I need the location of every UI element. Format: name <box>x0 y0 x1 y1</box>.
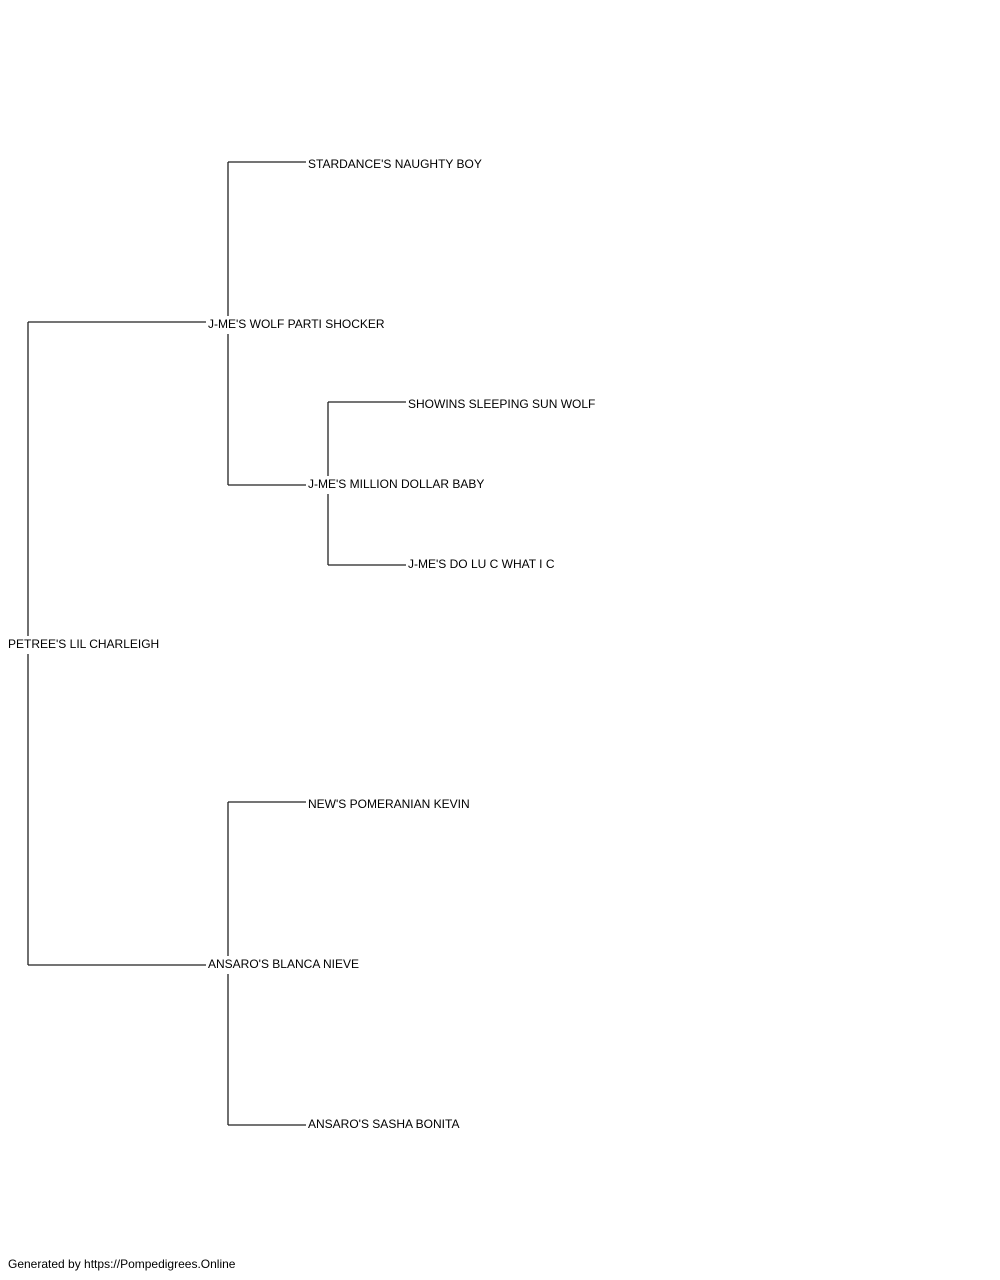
dam-sire-name: NEW'S POMERANIAN KEVIN <box>308 797 470 811</box>
sire-name: J-ME'S WOLF PARTI SHOCKER <box>208 317 385 331</box>
sire-dam-sire-name: SHOWINS SLEEPING SUN WOLF <box>408 397 595 411</box>
dam-name: ANSARO'S BLANCA NIEVE <box>208 957 359 971</box>
sire-sire-name: STARDANCE'S NAUGHTY BOY <box>308 157 482 171</box>
dam-dam-name: ANSARO'S SASHA BONITA <box>308 1117 459 1131</box>
sire-dam-name: J-ME'S MILLION DOLLAR BABY <box>308 477 484 491</box>
sire-dam-dam-name: J-ME'S DO LU C WHAT I C <box>408 557 555 571</box>
subject-name: PETREE'S LIL CHARLEIGH <box>8 637 159 651</box>
generated-by-footer: Generated by https://Pompedigrees.Online <box>8 1257 236 1271</box>
